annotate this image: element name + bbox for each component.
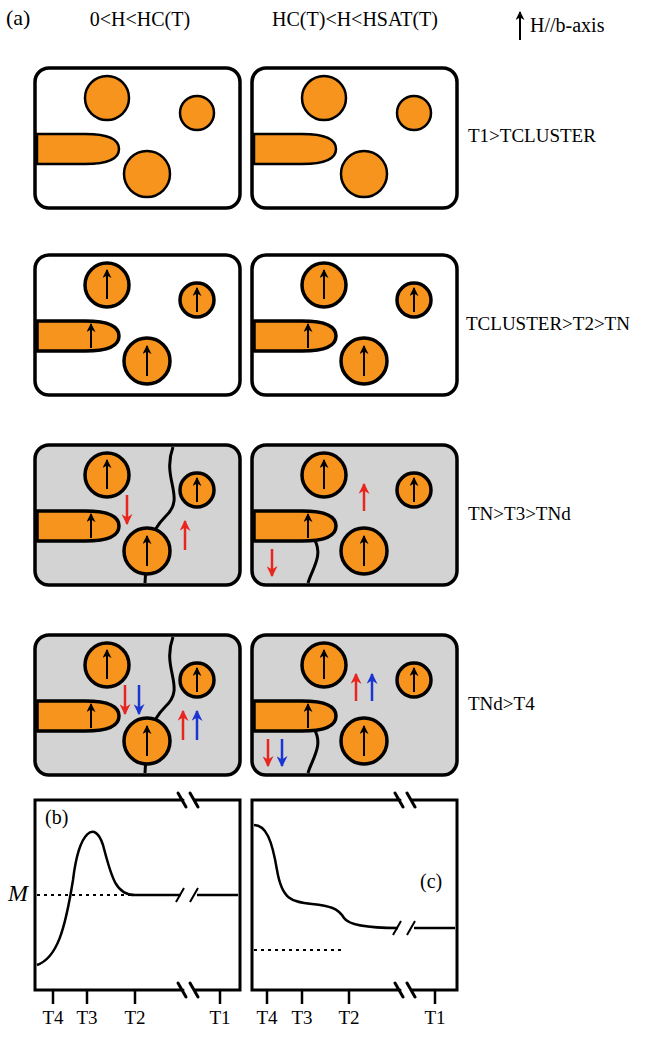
cluster-group — [254, 643, 431, 764]
tick-label: T2 — [124, 1008, 145, 1029]
panel-letter: (b) — [45, 806, 68, 828]
tick-marks — [267, 990, 435, 1004]
domain-panel — [35, 635, 240, 775]
plot-panel: (b) — [35, 800, 240, 990]
moment-arrow — [138, 685, 141, 714]
temperature-label: TCLUSTER>T2>TN — [466, 314, 630, 335]
tick-label: T3 — [76, 1008, 97, 1029]
magnetization-curve — [414, 927, 455, 930]
panel-border — [252, 635, 457, 775]
cluster-group — [37, 643, 214, 764]
tick-label: T3 — [291, 1008, 312, 1029]
panel-border — [35, 635, 240, 775]
temperature-label: T1>TCLUSTER — [468, 126, 596, 147]
domain-panel — [35, 68, 240, 208]
moment-arrow — [184, 521, 187, 550]
panel-ground — [252, 635, 457, 775]
domain-wall — [308, 729, 318, 773]
moment-arrow — [271, 549, 274, 576]
panel-ground — [252, 445, 457, 585]
plot-frame — [35, 800, 240, 990]
moment-arrow — [267, 739, 270, 766]
axis-label: M — [8, 880, 28, 906]
magnetization-curve — [37, 832, 181, 965]
axis-break — [393, 921, 415, 935]
field-direction-label: H//b-axis — [530, 14, 604, 36]
cluster-group — [37, 263, 214, 384]
field-arrow — [519, 12, 521, 40]
moment-arrow — [363, 484, 366, 511]
domain-panel — [252, 445, 457, 585]
panel-ground — [35, 68, 240, 208]
moment-arrow — [124, 685, 127, 714]
panel-border — [252, 255, 457, 395]
temperature-label: TNd>T4 — [468, 694, 535, 715]
plot-curves — [37, 832, 238, 1004]
plot-border — [35, 793, 240, 997]
moment-arrow — [355, 674, 358, 701]
tick-label: T2 — [338, 1008, 359, 1029]
cluster-group — [254, 263, 431, 384]
panel-letter: (c) — [420, 870, 442, 892]
plot-panel: (c) — [252, 800, 457, 990]
figure-letter: (a) — [6, 6, 30, 30]
field-range-label: 0<H<HC(T) — [90, 8, 190, 30]
magnetization-curve — [254, 825, 398, 928]
panel-ground — [35, 255, 240, 395]
plot-curves — [254, 825, 455, 1004]
plot-border — [252, 793, 457, 997]
tick-label: T4 — [42, 1008, 63, 1029]
moment-arrow — [371, 674, 374, 701]
panel-border — [35, 255, 240, 395]
cluster-group — [37, 76, 214, 197]
moment-arrow — [281, 739, 284, 766]
cluster-group — [37, 453, 214, 574]
field-range-label: HC(T)<H<HSAT(T) — [272, 8, 438, 30]
cluster-group — [254, 76, 431, 197]
tick-label: T1 — [424, 1008, 445, 1029]
magnetization-curve — [197, 894, 238, 897]
panel-ground — [252, 255, 457, 395]
panel-border — [35, 445, 240, 585]
panel-border — [252, 68, 457, 208]
panel-ground — [35, 445, 240, 585]
panel-border — [252, 445, 457, 585]
panel-ground — [35, 635, 240, 775]
moment-arrow — [182, 711, 185, 740]
moment-arrow — [196, 711, 199, 740]
domain-wall — [308, 539, 318, 583]
domain-panel — [252, 635, 457, 775]
domain-panel — [252, 68, 457, 208]
plot-frame — [252, 800, 457, 990]
reference-line — [254, 949, 344, 951]
domain-panel — [252, 255, 457, 395]
temperature-label: TN>T3>TNd — [468, 504, 571, 525]
tick-label: T1 — [209, 1008, 230, 1029]
moment-arrow — [126, 495, 129, 524]
tick-label: T4 — [256, 1008, 277, 1029]
domain-panel — [35, 445, 240, 585]
cluster-group — [254, 453, 431, 574]
domain-panel — [35, 255, 240, 395]
axis-break — [176, 888, 198, 902]
panel-border — [35, 68, 240, 208]
panel-ground — [252, 68, 457, 208]
reference-line — [37, 894, 131, 896]
